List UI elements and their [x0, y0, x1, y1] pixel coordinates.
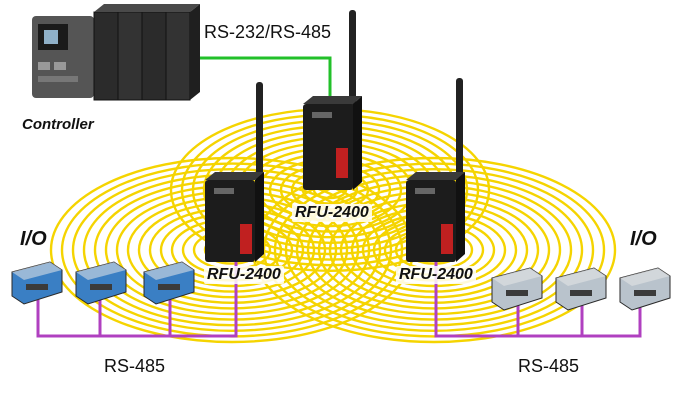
- io-left-label: I/O: [20, 228, 47, 250]
- plc-rack-icon: [32, 4, 200, 101]
- wireless-ring: [71, 167, 393, 333]
- radio-center-label: RFU-2400: [292, 204, 372, 222]
- io-modules: [11, 261, 671, 311]
- radio-modem-icon-right: [406, 78, 465, 262]
- io-module-icon: [11, 261, 63, 305]
- io-module-icon: [619, 267, 671, 311]
- radio-right-label: RFU-2400: [396, 266, 476, 284]
- radio-left-label: RFU-2400: [204, 266, 284, 284]
- radio-modem-icon-center: [303, 10, 362, 190]
- wireless-ring: [273, 167, 595, 333]
- rs485-bus-right: [434, 262, 642, 338]
- io-module-icon: [491, 267, 543, 311]
- io-module-icon: [75, 261, 127, 305]
- rs485-bus-left: [36, 262, 238, 338]
- io-module-icon: [143, 261, 195, 305]
- serial-link-label: RS-232/RS-485: [204, 22, 332, 42]
- io-right-label: I/O: [630, 228, 657, 250]
- bus-left-label: RS-485: [104, 356, 166, 376]
- io-module-icon: [555, 267, 607, 311]
- serial-link-line: [188, 56, 332, 102]
- radio-modem-icon-left: [205, 82, 264, 262]
- bus-right-label: RS-485: [518, 356, 580, 376]
- controller-label: Controller: [22, 116, 94, 133]
